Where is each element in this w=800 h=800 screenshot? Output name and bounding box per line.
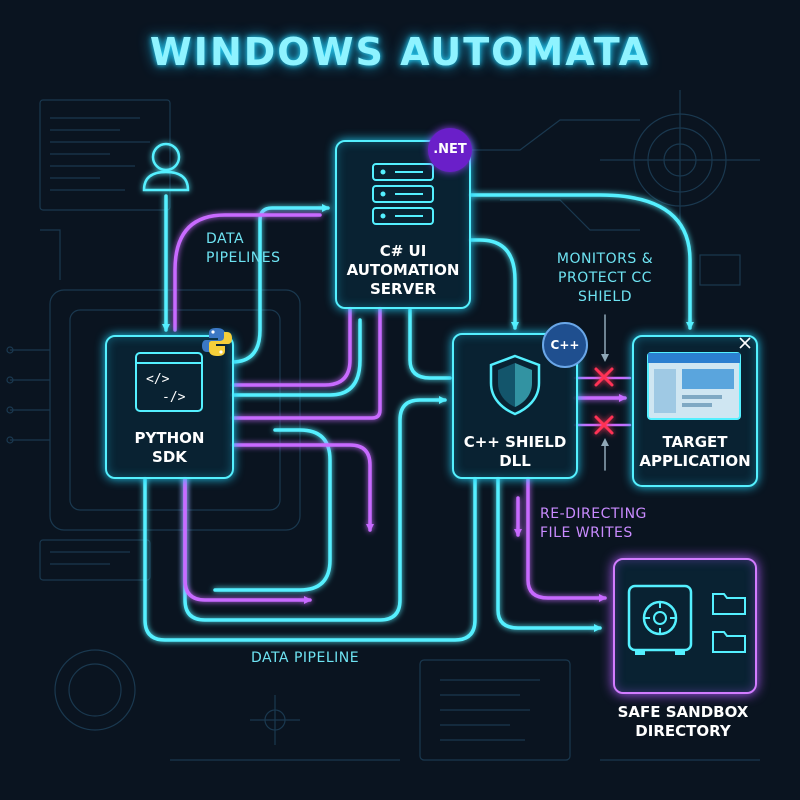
vault-icon (627, 584, 693, 655)
svg-text:</>: </> (146, 372, 170, 387)
edge-csharp-to-shield (468, 238, 519, 330)
connectors-violet (173, 213, 627, 604)
label-data-pipelines: DATA PIPELINES (206, 231, 281, 266)
node-python-sdk-label: PYTHON SDK (134, 429, 205, 466)
block-x-icon (594, 367, 614, 387)
label-redirecting-file-writes: RE-DIRECTING FILE WRITES (540, 506, 647, 541)
dotnet-badge: .NET (428, 128, 472, 172)
edge-pipeline-loop-small (213, 428, 332, 592)
background-circuitry (6, 90, 760, 761)
connectors-cyan (143, 193, 694, 642)
edge-shield-to-sandbox-violet (526, 476, 607, 602)
python-logo-icon (202, 328, 232, 356)
node-csharp-server-label: C# UI AUTOMATION SERVER (346, 242, 460, 298)
edge-data-pipeline-lower (183, 396, 447, 622)
shield-icon (489, 354, 541, 416)
edge-python-to-csharp (230, 204, 330, 364)
user-icon (142, 142, 190, 192)
svg-text:-/>: -/> (162, 390, 186, 405)
close-icon (739, 337, 751, 349)
node-target-application[interactable]: TARGET APPLICATION (632, 335, 758, 487)
blocked-connectors (573, 314, 632, 471)
edge-csharp-down-violet (230, 306, 352, 387)
edge-loop-csharp (230, 318, 362, 397)
node-target-application-label: TARGET APPLICATION (639, 433, 751, 470)
node-cpp-shield-label: C++ SHIELD DLL (463, 433, 567, 470)
edge-loop-shield (408, 308, 452, 380)
node-sandbox-directory-label: SAFE SANDBOX DIRECTORY (617, 703, 749, 740)
code-window-icon: </> -/> (135, 352, 203, 412)
block-x-icon (594, 415, 614, 435)
cpp-badge: C++ (542, 322, 588, 368)
edge-shield-return-violet (230, 443, 374, 532)
edge-csharp-to-target (468, 193, 694, 330)
edge-shield-to-sandbox-cyan (496, 476, 602, 632)
edge-csharp-down-violet-2 (230, 306, 382, 420)
folder-icon (712, 593, 746, 615)
page-title: WINDOWS AUTOMATA (149, 30, 651, 74)
label-monitors-protect: MONITORS & PROTECT CC SHIELD (556, 251, 654, 305)
edge-python-to-csharp-violet (173, 213, 322, 332)
folder-icon (712, 631, 746, 653)
node-python-sdk[interactable]: </> -/> PYTHON SDK (105, 335, 234, 479)
app-window-icon (647, 352, 741, 420)
label-data-pipeline: DATA PIPELINE (250, 650, 360, 666)
server-icon (372, 163, 434, 225)
node-sandbox-directory[interactable] (613, 558, 757, 694)
edge-data-pipeline-outer (143, 476, 477, 642)
edge-loop-violet-low (183, 476, 312, 604)
